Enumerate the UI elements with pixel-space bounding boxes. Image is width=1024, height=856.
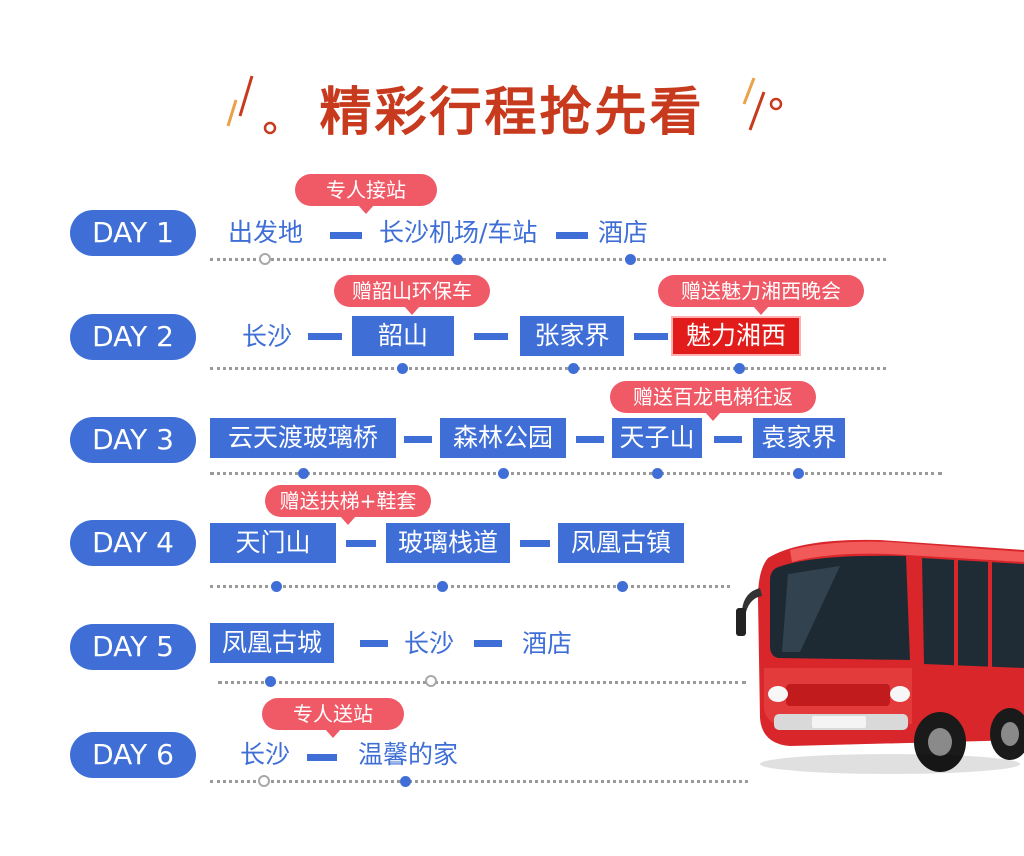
timeline-dot (259, 253, 271, 265)
route-connector (520, 540, 550, 547)
title-decoration-right (742, 77, 783, 131)
route-connector (360, 640, 388, 647)
day-5-badge: DAY 5 (70, 624, 196, 670)
day-2-stop-zhangjiajie: 张家界 (520, 316, 624, 356)
day-4-stop-tianmenshan: 天门山 (210, 523, 336, 563)
route-connector (330, 232, 362, 239)
day-2-stop-changsha: 长沙 (242, 322, 293, 351)
timeline-dot (734, 363, 745, 374)
timeline-dot (452, 254, 463, 265)
day-3-stop-forest-park: 森林公园 (440, 418, 566, 458)
day-2-stop-shaoshan: 韶山 (352, 316, 454, 356)
day-1-timeline (210, 258, 886, 261)
route-connector (307, 754, 337, 761)
timeline-dot (298, 468, 309, 479)
day-2-tag-show: 赠送魅力湘西晚会 (658, 275, 864, 315)
day-5-stop-fenghuang-city: 凤凰古城 (210, 623, 334, 663)
title-decoration-left (226, 75, 277, 135)
day-4-stop-glass-walkway: 玻璃栈道 (386, 523, 510, 563)
route-connector (404, 436, 432, 443)
day-4-timeline (210, 585, 730, 588)
day-3-timeline (210, 472, 942, 475)
day-3-tag-elevator: 赠送百龙电梯往返 (610, 381, 816, 421)
route-connector (474, 333, 508, 340)
day-6-tag-dropoff: 专人送站 (262, 698, 404, 738)
bus-image (736, 539, 1024, 774)
day-2-stop-xiangxi: 魅力湘西 (671, 316, 801, 356)
timeline-dot (617, 581, 628, 592)
day-1-tag-pickup: 专人接站 (295, 174, 437, 214)
timeline-dot (425, 675, 437, 687)
page-title: 精彩行程抢先看 (319, 83, 705, 143)
day-1-stop-airport: 长沙机场/车站 (379, 218, 538, 247)
timeline-dot (652, 468, 663, 479)
day-5-stop-hotel: 酒店 (522, 629, 573, 658)
day-3-stop-glass-bridge: 云天渡玻璃桥 (210, 418, 396, 458)
timeline-dot (258, 775, 270, 787)
timeline-dot (498, 468, 509, 479)
timeline-dot (271, 581, 282, 592)
route-connector (714, 436, 742, 443)
timeline-dot (793, 468, 804, 479)
timeline-dot (568, 363, 579, 374)
route-connector (576, 436, 604, 443)
day-5-stop-changsha: 长沙 (404, 629, 455, 658)
route-connector (474, 640, 502, 647)
day-2-timeline (210, 367, 886, 370)
day-3-stop-tianzishan: 天子山 (612, 418, 702, 458)
day-6-timeline (210, 780, 748, 783)
day-5-timeline (218, 681, 746, 684)
day-2-badge: DAY 2 (70, 314, 196, 360)
timeline-dot (625, 254, 636, 265)
day-2-tag-shaoshan-bus: 赠韶山环保车 (334, 275, 490, 315)
route-connector (346, 540, 376, 547)
day-1-stop-hotel: 酒店 (598, 218, 649, 247)
day-3-badge: DAY 3 (70, 417, 196, 463)
day-3-stop-yuanjiajie: 袁家界 (753, 418, 845, 458)
route-connector (556, 232, 588, 239)
route-connector (308, 333, 342, 340)
day-4-badge: DAY 4 (70, 520, 196, 566)
day-6-stop-changsha: 长沙 (240, 740, 291, 769)
day-4-tag-escalator: 赠送扶梯+鞋套 (265, 485, 431, 525)
day-6-badge: DAY 6 (70, 732, 196, 778)
day-1-badge: DAY 1 (70, 210, 196, 256)
day-4-stop-fenghuang-town: 凤凰古镇 (558, 523, 684, 563)
day-6-stop-home: 温馨的家 (358, 740, 459, 769)
timeline-dot (437, 581, 448, 592)
timeline-dot (265, 676, 276, 687)
timeline-dot (400, 776, 411, 787)
route-connector (634, 333, 668, 340)
day-1-stop-origin: 出发地 (228, 218, 304, 247)
timeline-dot (397, 363, 408, 374)
